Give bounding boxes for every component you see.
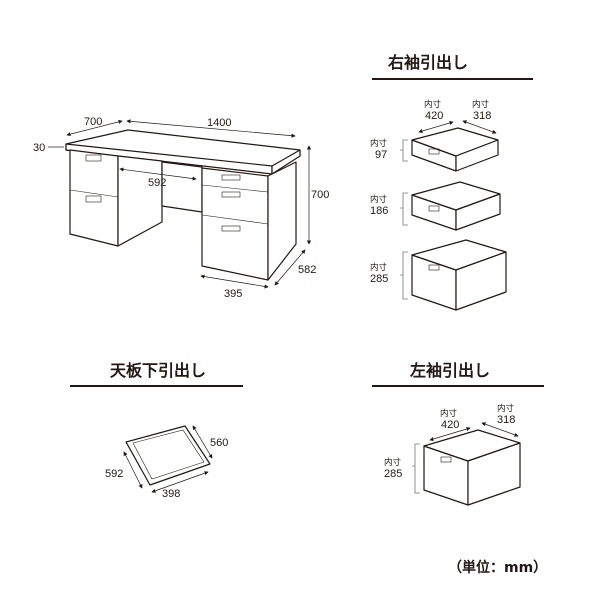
right-drawer-large: 内寸 285 [370, 239, 507, 311]
drawer-height-label: 285 [384, 468, 402, 480]
pedestal-width-label: 395 [224, 288, 242, 300]
drawer-depth-label: 318 [473, 110, 491, 122]
desk-depth-label: 582 [298, 264, 316, 276]
desk-height-label: 700 [311, 189, 329, 201]
desk-width-label: 700 [84, 116, 102, 128]
left-drawer-title: 左袖引出し [409, 361, 490, 380]
center-drawer-tray: 560 592 398 [105, 425, 228, 500]
inner-label: 内寸 [370, 194, 388, 205]
drawer-height-label: 97 [375, 149, 387, 161]
drawer-height-label: 186 [370, 205, 388, 217]
center-drawer-title: 天板下引出し [110, 361, 206, 380]
inner-label: 内寸 [384, 457, 402, 468]
drawer-height-label: 285 [370, 273, 388, 285]
inner-label: 内寸 [370, 138, 388, 149]
left-drawer-large: 内寸 420 内寸 318 内寸 285 [384, 403, 521, 506]
inner-label: 内寸 [497, 403, 515, 414]
knee-width-label: 592 [148, 177, 166, 189]
inner-label: 内寸 [370, 262, 388, 273]
unit-label: （単位：mm） [448, 559, 547, 576]
inner-label: 内寸 [472, 99, 490, 110]
top-thickness-label: 30 [33, 142, 45, 154]
right-drawers-title: 右袖引出し [388, 53, 468, 72]
drawer-depth-label: 318 [497, 414, 515, 426]
drawer-width-label: 420 [425, 110, 443, 122]
desk-dimensions: 700 1400 30 592 700 582 395 [33, 116, 329, 300]
right-drawer-medium: 内寸 186 [370, 181, 501, 231]
drawer-width-label: 420 [441, 419, 459, 431]
tray-depth-label: 592 [105, 468, 123, 480]
tray-front-label: 398 [162, 488, 180, 500]
inner-label: 内寸 [424, 99, 442, 110]
tray-width-label: 560 [210, 437, 228, 449]
desk-illustration [65, 129, 301, 281]
desk-length-label: 1400 [207, 117, 231, 129]
inner-label: 内寸 [440, 408, 458, 419]
right-drawer-small: 内寸 420 内寸 318 内寸 97 [370, 99, 499, 172]
